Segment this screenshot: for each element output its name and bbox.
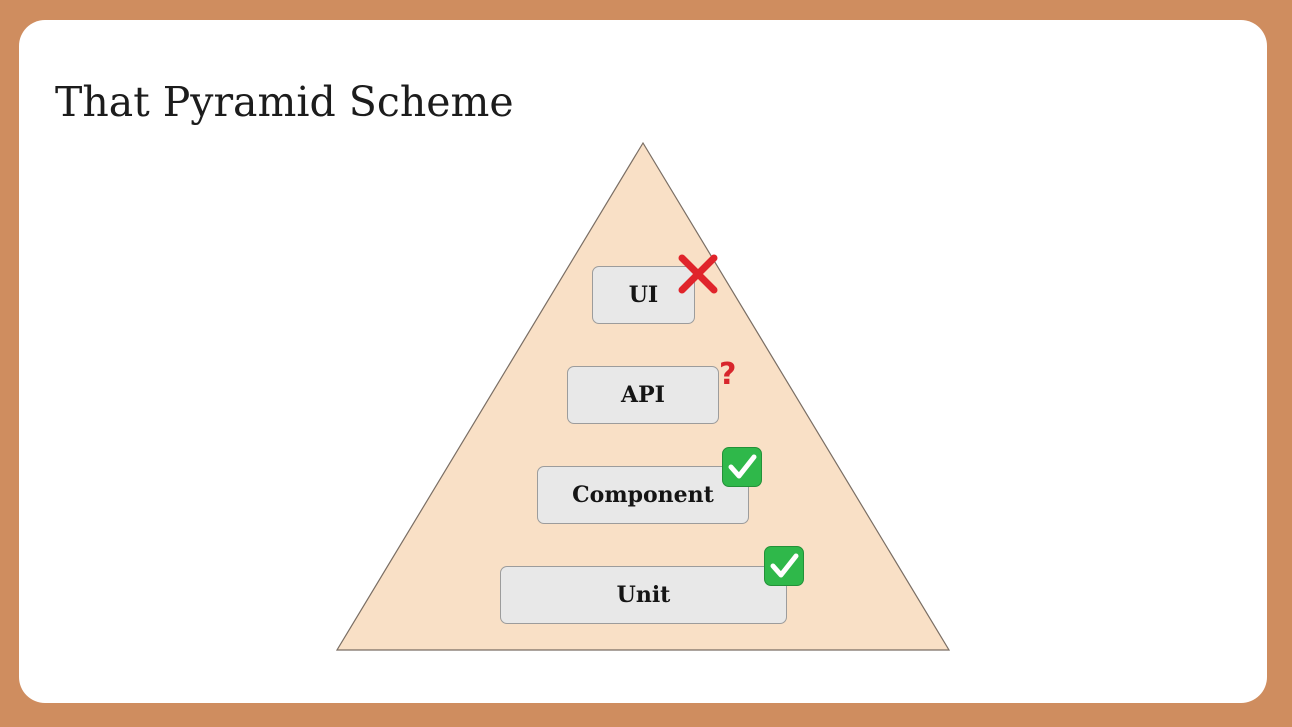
check-mark-icon — [764, 546, 804, 586]
pyramid-layer-ui: UI — [592, 266, 695, 324]
slide-title: That Pyramid Scheme — [55, 78, 514, 126]
check-mark-icon — [722, 447, 762, 487]
layer-label-api: API — [621, 382, 665, 408]
slide: That Pyramid Scheme UI API ? Component U… — [19, 20, 1267, 703]
layer-label-ui: UI — [628, 282, 659, 308]
x-mark-icon — [677, 253, 719, 295]
question-mark-icon: ? — [719, 357, 737, 392]
pyramid-layer-api: API — [567, 366, 719, 424]
pyramid-layer-component: Component — [537, 466, 749, 524]
pyramid-layer-unit: Unit — [500, 566, 787, 624]
layer-label-unit: Unit — [616, 582, 671, 608]
layer-label-component: Component — [572, 482, 714, 508]
